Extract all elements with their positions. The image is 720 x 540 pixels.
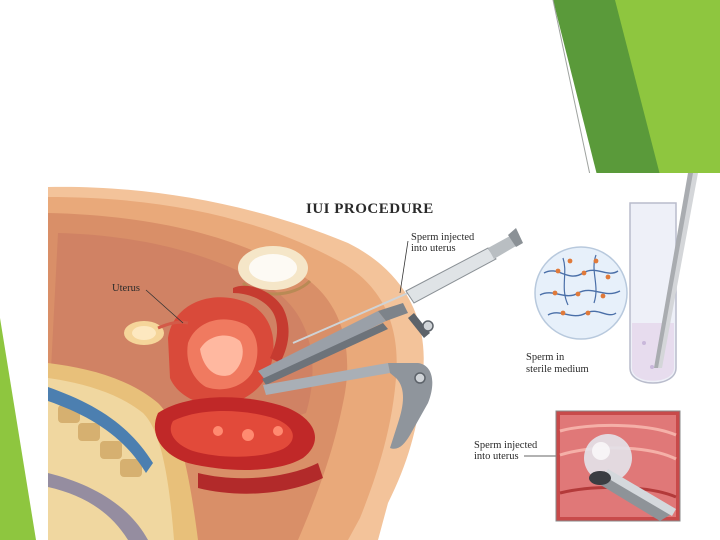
syringe-label-line2: into uterus bbox=[411, 243, 456, 254]
bottom-left-triangle bbox=[0, 318, 36, 540]
catheter-inset bbox=[556, 411, 680, 521]
inset-label-line1: Sperm injected bbox=[474, 440, 537, 451]
sperm-medium-circle bbox=[535, 247, 627, 339]
sperm-medium-label-line1: Sperm in bbox=[526, 352, 564, 363]
inset-label-line2: into uterus bbox=[474, 451, 519, 462]
uterus-label: Uterus bbox=[112, 283, 140, 294]
sperm-medium-label-line2: sterile medium bbox=[526, 364, 589, 375]
iui-illustration bbox=[48, 173, 720, 540]
figure-title: IUI PROCEDURE bbox=[306, 201, 434, 218]
syringe-label-line1: Sperm injected bbox=[411, 232, 474, 243]
